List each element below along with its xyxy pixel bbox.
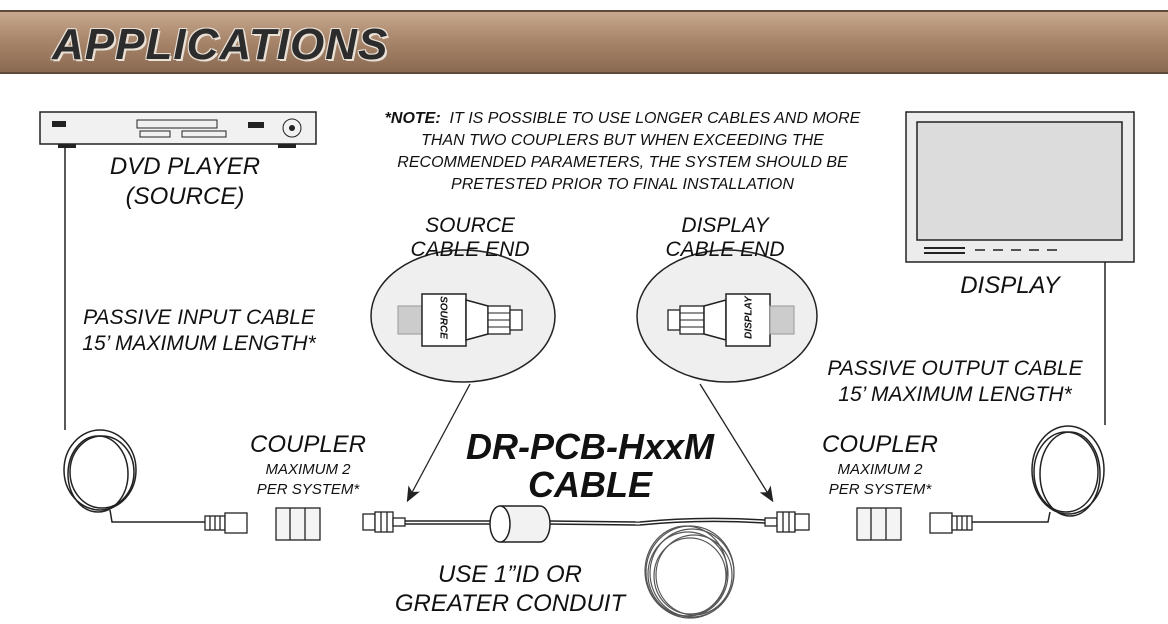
source-connector-text: SOURCE [437, 296, 449, 339]
note-line-3: RECOMMENDED PARAMETERS, THE SYSTEM SHOUL… [397, 154, 848, 171]
display-cable-end-label-2: CABLE END [665, 238, 785, 261]
display-end-connector-icon [764, 511, 810, 533]
display-connector-text: DISPLAY [743, 296, 755, 339]
output-cable-label-1: PASSIVE OUTPUT CABLE [827, 357, 1083, 380]
coupler-right-line-2: PER SYSTEM* [828, 481, 932, 498]
display-monitor-icon [905, 111, 1135, 263]
source-cable-end-label-2: CABLE END [410, 238, 530, 261]
source-cable-end-detail [370, 249, 556, 383]
source-end-arrow [406, 383, 471, 503]
display-end-arrow [699, 383, 774, 503]
header-banner: APPLICATIONS [0, 10, 1168, 74]
conduit-icon [489, 505, 551, 543]
output-cable-plug-icon [929, 512, 973, 534]
main-cable-word: CABLE [528, 464, 652, 505]
note-line-4: PRETESTED PRIOR TO FINAL INSTALLATION [451, 176, 794, 193]
passive-input-cable [63, 148, 205, 523]
conduit-label-2: GREATER CONDUIT [394, 590, 626, 617]
passive-output-cable [970, 262, 1106, 523]
input-cable-plug-icon [204, 512, 248, 534]
coupler-left-title: COUPLER [249, 431, 367, 458]
main-cable-title: DR-PCB-HxxM CABLE [440, 428, 740, 504]
source-device-label-1: DVD PLAYER [109, 153, 261, 180]
coupler-left-line-2: PER SYSTEM* [256, 481, 360, 498]
display-cable-end-label-1: DISPLAY [681, 214, 769, 237]
output-cable-label-2: 15’ MAXIMUM LENGTH* [838, 383, 1072, 406]
conduit-label-1: USE 1”ID OR [437, 561, 583, 588]
coupler-left-icon [275, 507, 321, 541]
coupler-right-icon [856, 507, 902, 541]
display-device-label: DISPLAY [960, 272, 1060, 299]
installation-note: *NOTE: IT IS POSSIBLE TO USE LONGER CABL… [350, 108, 895, 196]
source-device-label-2: (SOURCE) [125, 183, 245, 210]
coiled-cable-icon [644, 525, 735, 619]
input-cable-label-1: PASSIVE INPUT CABLE [83, 306, 315, 329]
coupler-right-title: COUPLER [821, 431, 939, 458]
page-title: APPLICATIONS [52, 20, 389, 69]
note-line-2: THAN TWO COUPLERS BUT WHEN EXCEEDING THE [421, 132, 824, 149]
dvd-player-icon [39, 111, 317, 148]
coupler-right-line-1: MAXIMUM 2 [837, 461, 923, 478]
coupler-left-line-1: MAXIMUM 2 [265, 461, 351, 478]
note-prefix: *NOTE: [384, 110, 441, 127]
source-end-connector-icon [362, 511, 406, 533]
input-cable-label-2: 15’ MAXIMUM LENGTH* [82, 332, 316, 355]
source-cable-end-label-1: SOURCE [425, 214, 515, 237]
main-cable-model: DR-PCB-HxxM [465, 426, 714, 467]
display-cable-end-detail [636, 249, 818, 383]
note-line-1: IT IS POSSIBLE TO USE LONGER CABLES AND … [449, 110, 861, 127]
main-cable [405, 517, 766, 526]
